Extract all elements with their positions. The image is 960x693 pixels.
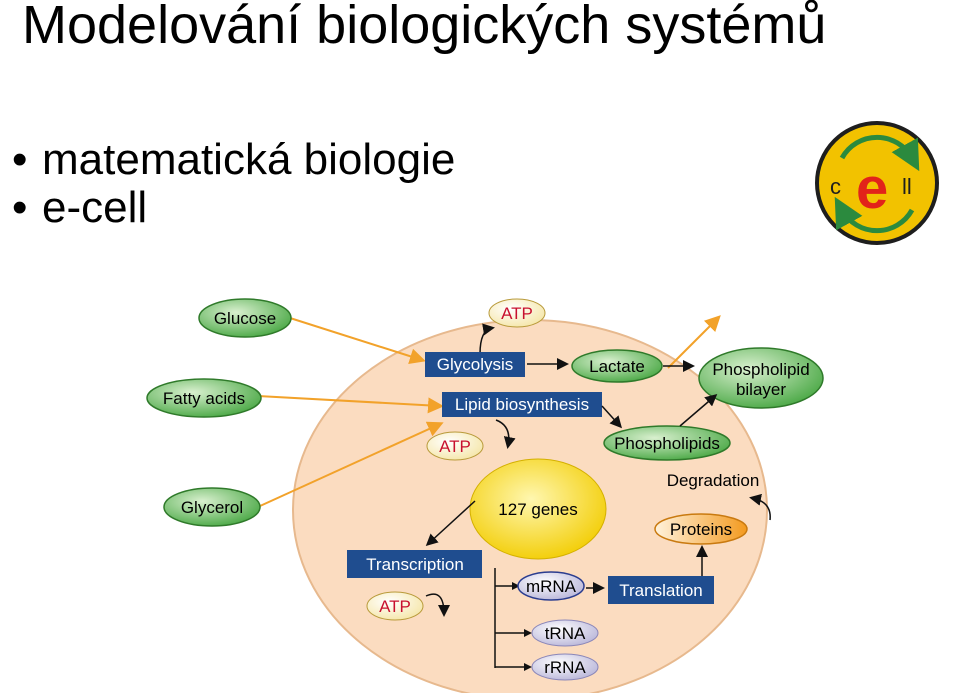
bullet-text: matematická biologie [42,135,456,184]
arrow-glycerol [259,421,444,507]
node-genes: 127 genes [469,458,607,560]
atp-transcription: ATP [366,591,424,621]
atp-arrow [425,593,450,617]
process-glycolysis: Glycolysis [425,352,525,377]
node-lactate-label: Lactate [589,357,645,376]
process-transcription-label: Transcription [366,555,464,574]
arrow-phospholipids-bilayer [679,394,718,427]
node-trna: tRNA [531,619,599,647]
bullet-dot-icon: • [12,135,28,184]
process-transcription: Transcription [347,550,482,578]
node-rrna-label: rRNA [544,658,586,677]
node-mrna-label: mRNA [526,577,577,596]
bullet-item: • e-cell [8,184,455,232]
node-fatty-acids: Fatty acids [146,378,262,418]
bullet-list: • matematická biologie • e-cell [8,136,455,232]
process-translation-label: Translation [619,581,702,600]
node-phospholipid-bilayer: Phospholipid bilayer [698,347,824,409]
bullet-dot-icon: • [12,183,28,232]
arrow-fatty-acids [257,395,444,414]
atp-arrow [479,323,495,355]
atp-lipid: ATP [426,431,484,461]
ecell-logo: c e ll [815,121,939,245]
node-phospholipids: Phospholipids [603,425,731,461]
bullet-item: • matematická biologie [8,136,455,184]
logo-arrow-top [839,134,920,172]
process-glycolysis-label: Glycolysis [437,355,514,374]
node-proteins-label: Proteins [670,520,732,539]
node-glucose-label: Glucose [214,309,276,328]
arrow-out-top [667,315,721,369]
branch-arrow-head [524,663,532,671]
node-trna-label: tRNA [545,624,586,643]
node-phospholipids-label: Phospholipids [614,434,720,453]
node-genes-label: 127 genes [498,500,577,519]
bullet-text: e-cell [42,183,148,232]
arrow-lipid-phospholipids [601,405,623,429]
branch-arrow-head [524,629,532,637]
node-proteins: Proteins [654,513,748,545]
logo-letters-ll: ll [902,174,912,199]
arrow-glucose [289,317,426,364]
node-fatty-acids-label: Fatty acids [163,389,245,408]
logo-arrow-bottom [834,196,915,234]
logo-letter-c: c [830,174,841,199]
transcription-branches [494,568,524,668]
node-rrna: rRNA [531,653,599,681]
cell-diagram: Glucose Fatty acids Glycerol ATP Glycoly… [146,298,824,693]
atp-glycolysis: ATP [488,298,546,328]
bilayer-label-line2: bilayer [736,380,786,399]
branch-arrow-head [512,582,520,590]
atp-arrow [495,419,516,449]
atp-label: ATP [501,304,533,323]
degradation-label: Degradation [667,471,760,490]
process-translation: Translation [608,576,714,604]
node-glycerol: Glycerol [163,487,261,527]
slide-title: Modelování biologických systémů [22,0,827,55]
process-lipid-biosynthesis: Lipid biosynthesis [442,392,602,417]
node-glucose: Glucose [198,298,292,338]
atp-label: ATP [379,597,411,616]
atp-label: ATP [439,437,471,456]
node-glycerol-label: Glycerol [181,498,243,517]
node-mrna: mRNA [517,571,585,601]
arrow-genes-transcription [425,500,476,547]
process-lipid-biosynthesis-label: Lipid biosynthesis [455,395,589,414]
logo-letter-e: e [856,156,888,221]
bilayer-label-line1: Phospholipid [712,360,809,379]
arrow-proteins-degradation [749,493,771,521]
node-lactate: Lactate [571,349,663,383]
